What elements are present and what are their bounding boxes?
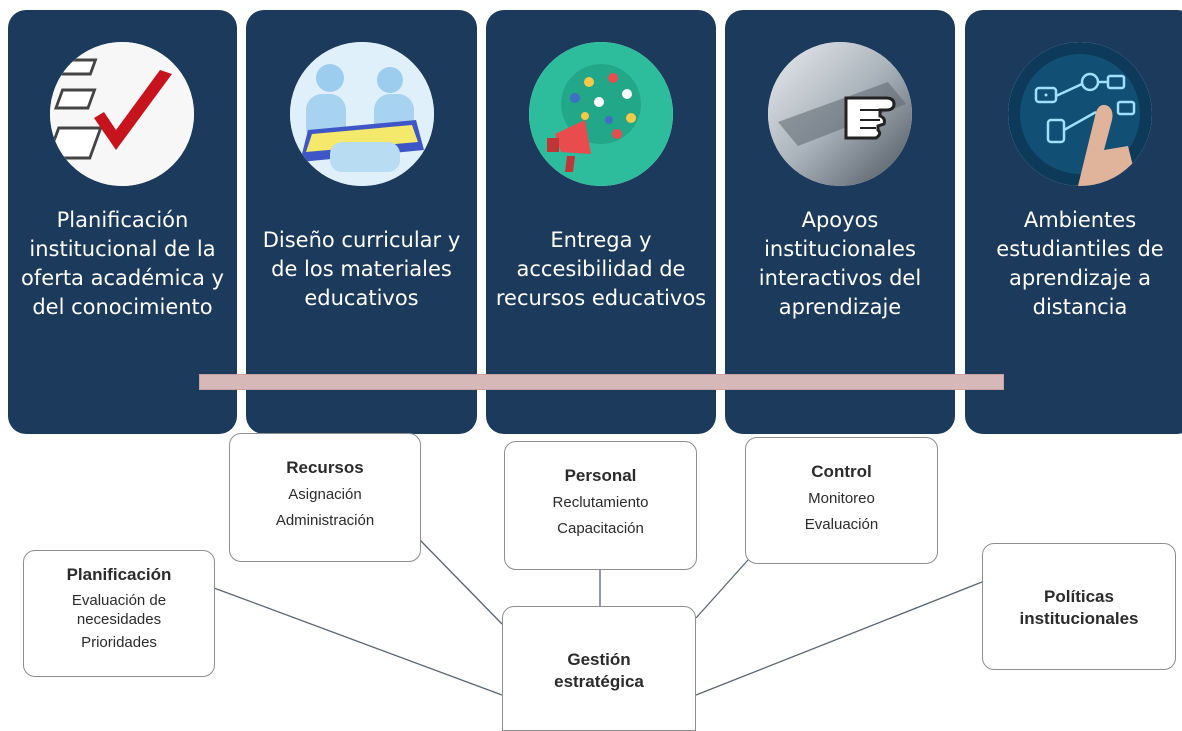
node-politicas-institucionales: Políticas institucionales (982, 543, 1176, 670)
node-title: Personal (564, 466, 637, 485)
node-control: Control Monitoreo Evaluación (745, 437, 938, 564)
card-entrega-recursos: Entrega y accesibilidad de recursos educ… (486, 10, 716, 434)
node-item: Evaluación (804, 516, 879, 533)
card-label: Apoyos institucionales interactivos del … (758, 208, 922, 319)
megaphone-icon (529, 42, 673, 186)
connecting-bar (199, 374, 1004, 390)
card-label: Planificación institucional de la oferta… (21, 208, 224, 319)
pointing-hand-icon (768, 42, 912, 186)
node-item: Evaluación de (71, 592, 167, 609)
node-title: Control (811, 462, 872, 481)
node-item: Monitoreo (808, 490, 875, 507)
node-item: Reclutamiento (552, 494, 649, 511)
card-planificacion-institucional: Planificación institucional de la oferta… (8, 10, 237, 434)
node-item: necesidades (76, 611, 162, 628)
checklist-icon (50, 42, 194, 186)
card-apoyos-institucionales: Apoyos institucionales interactivos del … (725, 10, 955, 434)
card-label: Diseño curricular y de los materiales ed… (262, 228, 461, 310)
card-diseno-curricular: Diseño curricular y de los materiales ed… (246, 10, 477, 434)
touch-network-icon (1008, 42, 1152, 186)
card-label: Ambientes estudiantiles de aprendizaje a… (996, 208, 1164, 319)
node-title: Planificación (66, 565, 172, 584)
node-item: Prioridades (81, 634, 157, 651)
node-gestion-estrategica: Gestión estratégica (502, 606, 696, 731)
node-planificacion: Planificación Evaluación de necesidades … (23, 550, 215, 677)
node-item: Administración (275, 512, 375, 529)
node-title: Recursos (286, 458, 364, 477)
node-item: Asignación (288, 486, 362, 503)
card-label: Entrega y accesibilidad de recursos educ… (495, 228, 707, 310)
people-meeting-icon (290, 42, 434, 186)
node-recursos: Recursos Asignación Administración (229, 433, 421, 562)
card-ambientes-estudiantiles: Ambientes estudiantiles de aprendizaje a… (965, 10, 1182, 434)
node-title: Gestión estratégica (554, 650, 644, 691)
node-personal: Personal Reclutamiento Capacitación (504, 441, 697, 570)
node-item: Capacitación (557, 520, 644, 537)
node-title: Políticas institucionales (1019, 587, 1139, 628)
